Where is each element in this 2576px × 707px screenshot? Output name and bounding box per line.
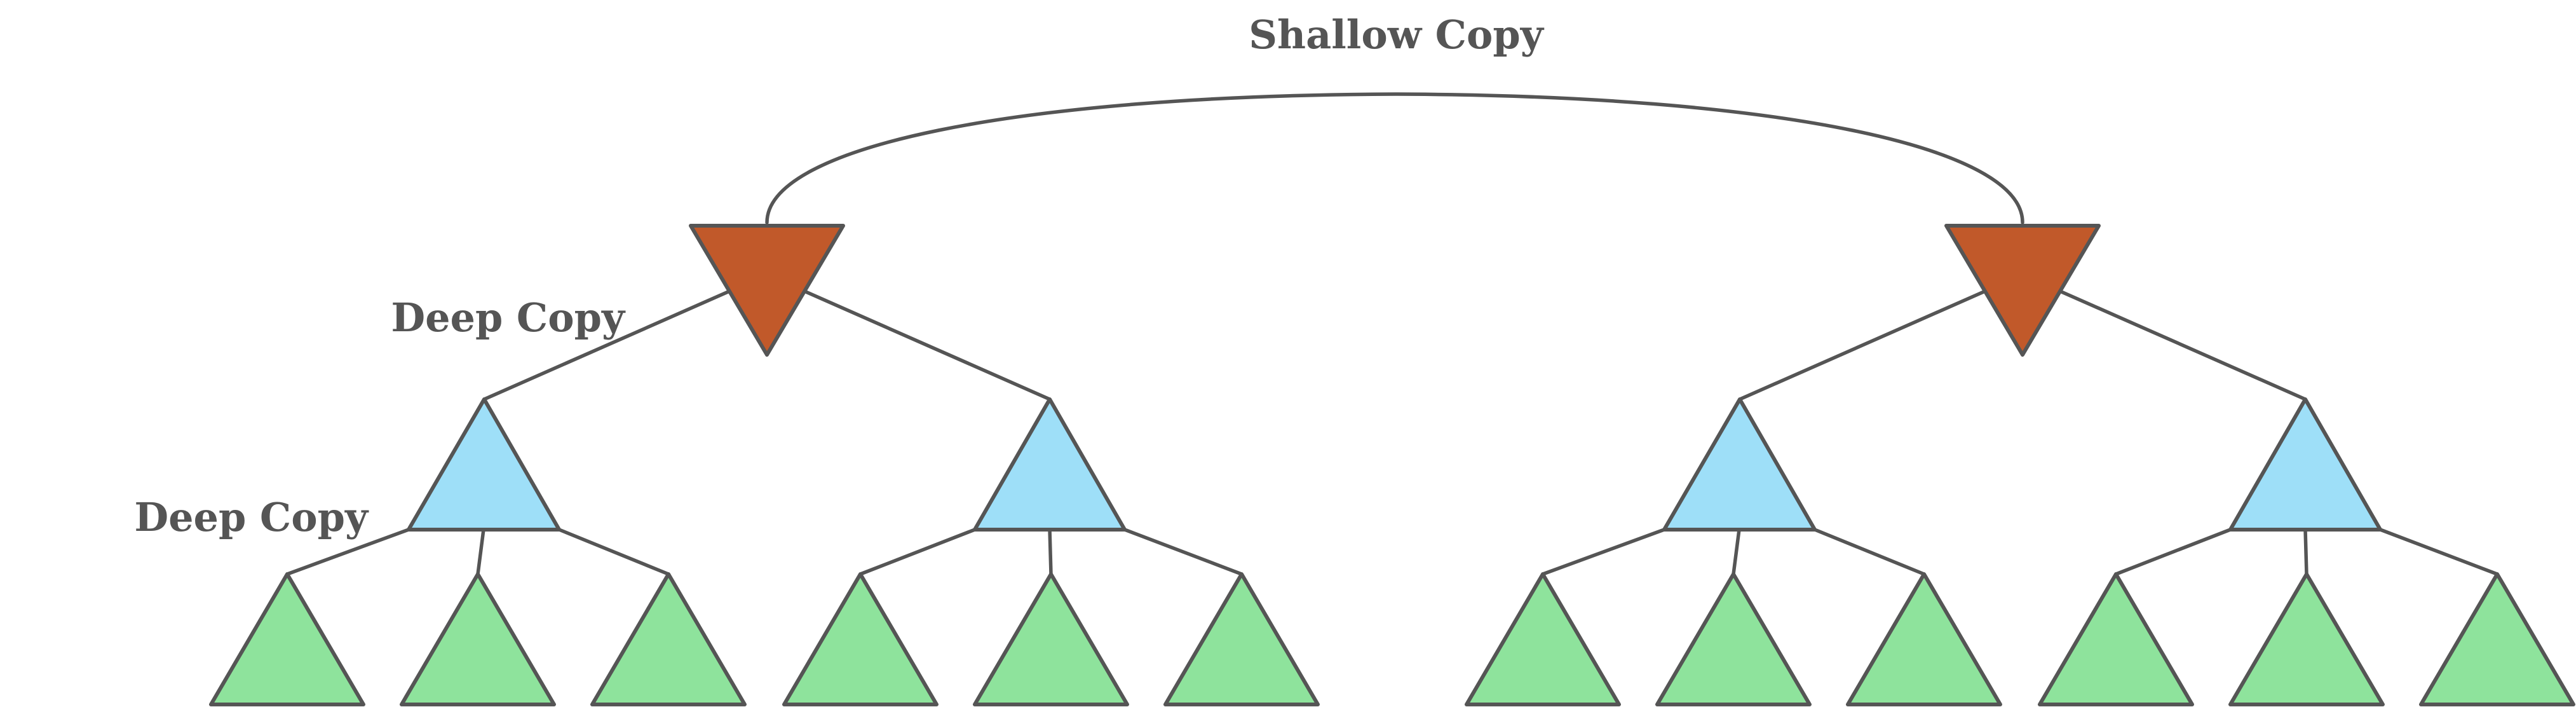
edge-child-1-to-leaf-3	[557, 528, 670, 576]
leaf-node-4	[782, 572, 939, 706]
edge-child-1-to-leaf-1	[285, 528, 410, 576]
leaf-node-1	[209, 572, 365, 706]
leaf-node-2	[400, 572, 556, 706]
edge-child-3-to-leaf-8	[1732, 528, 1741, 576]
shallow-copy-arc	[765, 92, 2024, 224]
leaf-node-9	[1846, 572, 2002, 706]
deep-copy-label-mid: Deep Copy	[134, 494, 369, 540]
leaf-node-8	[1655, 572, 1812, 706]
edge-child-4-to-leaf-10	[2114, 528, 2232, 576]
leaf-node-10	[2038, 572, 2194, 706]
leaf-node-12	[2419, 572, 2575, 706]
child-node-2	[973, 397, 1127, 532]
edge-root-right-to-child-3	[1738, 289, 1987, 401]
leaf-node-5	[973, 572, 1129, 706]
child-node-3	[1662, 397, 1817, 532]
edge-root-right-to-child-4	[2058, 289, 2307, 401]
leaf-node-6	[1163, 572, 1320, 706]
edge-child-1-to-leaf-2	[476, 528, 485, 576]
edge-child-4-to-leaf-11	[2303, 528, 2308, 576]
root-node-right	[1944, 224, 2101, 357]
leaf-node-11	[2228, 572, 2385, 706]
shallow-copy-label: Shallow Copy	[1249, 11, 1544, 58]
root-node-left	[689, 224, 845, 357]
deep-copy-label-top: Deep Copy	[391, 294, 626, 341]
leaf-node-3	[590, 572, 747, 706]
edge-child-4-to-leaf-12	[2378, 528, 2499, 576]
edge-child-3-to-leaf-9	[1813, 528, 1926, 576]
edge-child-2-to-leaf-4	[858, 528, 977, 576]
edge-root-left-to-child-1	[482, 289, 731, 401]
edge-child-2-to-leaf-6	[1123, 528, 1244, 576]
edge-child-2-to-leaf-5	[1048, 528, 1053, 576]
edge-child-3-to-leaf-7	[1541, 528, 1666, 576]
edge-root-left-to-child-2	[803, 289, 1052, 401]
leaf-node-7	[1465, 572, 1621, 706]
child-node-1	[407, 397, 561, 532]
child-node-4	[2228, 397, 2382, 532]
